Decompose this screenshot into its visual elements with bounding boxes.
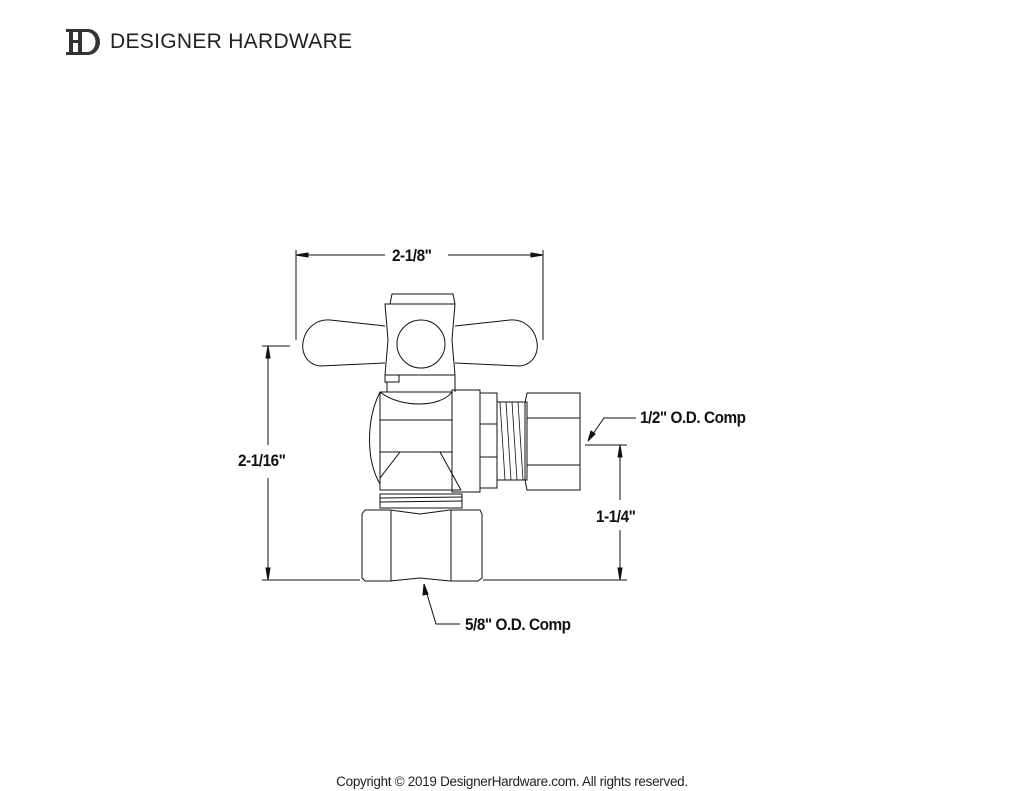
inlet-compression-nut [361, 509, 483, 582]
outlet-height-label: 1-1/4" [596, 507, 636, 526]
copyright-footer: Copyright © 2019 DesignerHardware.com. A… [336, 774, 688, 789]
height-dimension-line [262, 345, 360, 581]
brand-header: DESIGNER HARDWARE [64, 26, 352, 58]
outlet-callout-label: 1/2" O.D. Comp [640, 408, 746, 427]
valve-body [369, 375, 463, 509]
outlet-leader [587, 417, 636, 442]
inlet-callout-label: 5/8" O.D. Comp [465, 615, 571, 634]
overall-height-label: 2-1/16" [238, 451, 286, 470]
overall-width-label: 2-1/8" [392, 246, 432, 265]
inlet-leader [422, 583, 460, 625]
dh-logo-icon [66, 29, 100, 55]
brand-name: DESIGNER HARDWARE [110, 30, 353, 53]
outlet-compression-nut [451, 389, 581, 493]
width-dimension-line [295, 250, 544, 340]
cross-handle [302, 293, 538, 383]
outlet-height-dimension-line [483, 444, 627, 581]
